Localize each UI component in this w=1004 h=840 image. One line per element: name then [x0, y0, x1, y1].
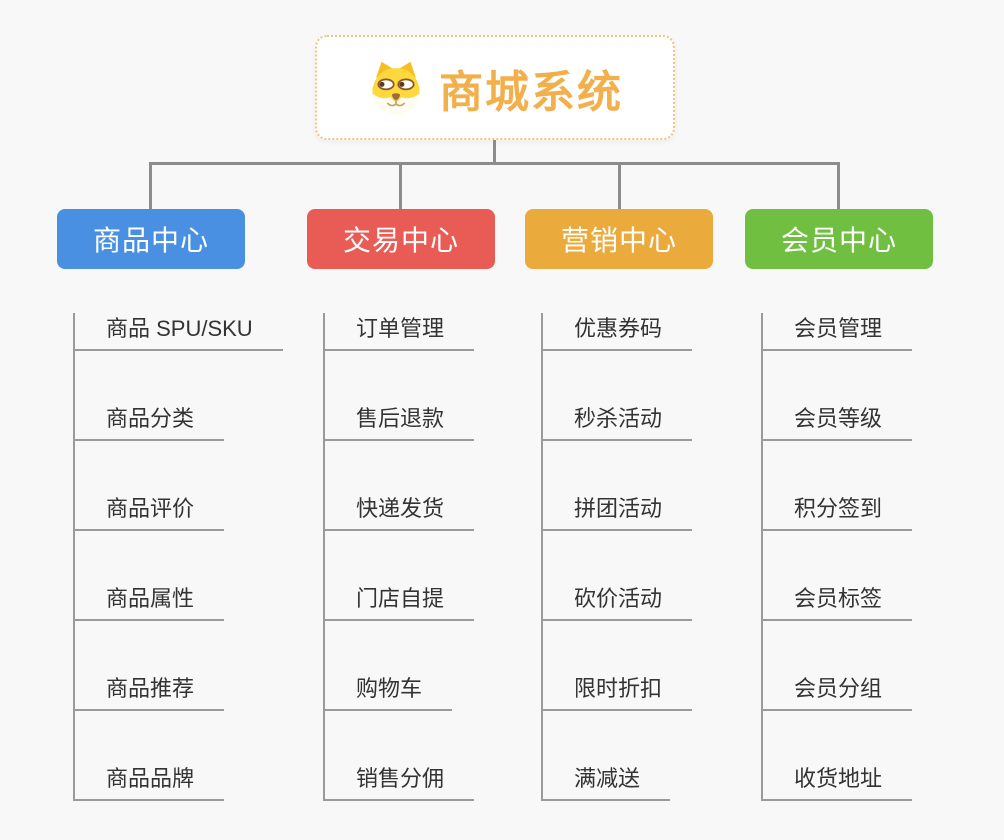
- branch-marketing-center: 营销中心 优惠券码 秒杀活动 拼团活动 砍价活动 限时折扣 满减送: [525, 209, 735, 801]
- topic-item[interactable]: 秒杀活动: [543, 403, 693, 441]
- branch-children-marketing: 优惠券码 秒杀活动 拼团活动 砍价活动 限时折扣 满减送: [541, 313, 693, 801]
- root-node-mall-system[interactable]: 商城系统: [315, 35, 675, 140]
- branch-header-trade-center[interactable]: 交易中心: [307, 209, 495, 269]
- connector-drop-trade: [399, 162, 402, 210]
- topic-item[interactable]: 购物车: [325, 673, 453, 711]
- topic-item[interactable]: 满减送: [543, 763, 671, 801]
- root-title: 商城系统: [439, 67, 623, 117]
- branch-trade-center: 交易中心 订单管理 售后退款 快递发货 门店自提 购物车 销售分佣: [307, 209, 517, 801]
- topic-item[interactable]: 售后退款: [325, 403, 475, 441]
- topic-item[interactable]: 收货地址: [763, 763, 913, 801]
- topic-item[interactable]: 会员管理: [763, 313, 913, 351]
- topic-item[interactable]: 商品分类: [75, 403, 225, 441]
- topic-item[interactable]: 拼团活动: [543, 493, 693, 531]
- branch-product-center: 商品中心 商品 SPU/SKU 商品分类 商品评价 商品属性 商品推荐 商品品牌: [57, 209, 283, 801]
- topic-item[interactable]: 优惠券码: [543, 313, 693, 351]
- topic-item[interactable]: 砍价活动: [543, 583, 693, 621]
- topic-item[interactable]: 限时折扣: [543, 673, 693, 711]
- branch-children-product: 商品 SPU/SKU 商品分类 商品评价 商品属性 商品推荐 商品品牌: [73, 313, 283, 801]
- topic-item[interactable]: 商品品牌: [75, 763, 225, 801]
- topic-item[interactable]: 商品 SPU/SKU: [75, 313, 283, 351]
- branch-children-member: 会员管理 会员等级 积分签到 会员标签 会员分组 收货地址: [761, 313, 913, 801]
- branch-header-member-center[interactable]: 会员中心: [745, 209, 933, 269]
- topic-item[interactable]: 商品推荐: [75, 673, 225, 711]
- topic-item[interactable]: 商品评价: [75, 493, 225, 531]
- branch-header-marketing-center[interactable]: 营销中心: [525, 209, 713, 269]
- topic-item[interactable]: 会员分组: [763, 673, 913, 711]
- topic-item[interactable]: 订单管理: [325, 313, 475, 351]
- connector-horizontal-bus: [149, 162, 840, 165]
- branch-member-center: 会员中心 会员管理 会员等级 积分签到 会员标签 会员分组 收货地址: [745, 209, 955, 801]
- topic-item[interactable]: 积分签到: [763, 493, 913, 531]
- doge-face-icon: [372, 61, 420, 115]
- connector-drop-member: [837, 162, 840, 210]
- topic-item[interactable]: 快递发货: [325, 493, 475, 531]
- connector-drop-product: [149, 162, 152, 210]
- branch-children-trade: 订单管理 售后退款 快递发货 门店自提 购物车 销售分佣: [323, 313, 475, 801]
- topic-item[interactable]: 会员标签: [763, 583, 913, 621]
- topic-item[interactable]: 商品属性: [75, 583, 225, 621]
- branch-header-product-center[interactable]: 商品中心: [57, 209, 245, 269]
- topic-item[interactable]: 会员等级: [763, 403, 913, 441]
- connector-root-trunk: [493, 140, 496, 164]
- connector-drop-marketing: [618, 162, 621, 210]
- topic-item[interactable]: 门店自提: [325, 583, 475, 621]
- topic-item[interactable]: 销售分佣: [325, 763, 475, 801]
